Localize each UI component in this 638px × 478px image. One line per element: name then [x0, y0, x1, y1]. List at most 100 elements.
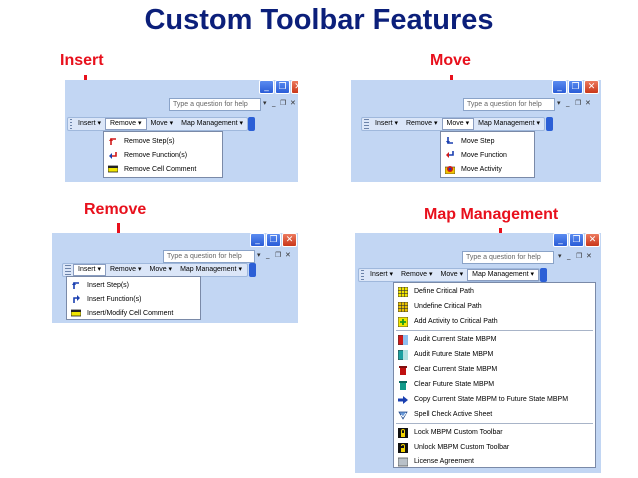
doc-minimize-icon[interactable]: _ [567, 252, 571, 260]
menu-item-lock-toolbar[interactable]: Lock MBPM Custom Toolbar [394, 425, 595, 440]
menu-item-label: Audit Current State MBPM [414, 336, 497, 343]
help-dropdown-icon[interactable]: ▾ [263, 99, 267, 107]
menu-item-insert-functions[interactable]: Insert Function(s) [67, 292, 200, 306]
menu-item-label: Clear Future State MBPM [414, 381, 495, 388]
toolbar-map-management-menu[interactable]: Map Management ▾ [467, 269, 539, 281]
menu-item-label: Audit Future State MBPM [414, 351, 494, 358]
toolbar-map-management-menu[interactable]: Map Management ▾ [478, 120, 540, 127]
cell-comment-icon [108, 165, 118, 173]
doc-minimize-icon[interactable]: _ [566, 99, 570, 107]
menu-item-spell-check[interactable]: Spell Check Active Sheet [394, 407, 595, 422]
menu-item-label: Insert Step(s) [87, 281, 130, 289]
insert-dropdown-menu: Insert Step(s) Insert Function(s) Insert… [66, 276, 201, 320]
toolbar-options-button[interactable] [248, 117, 255, 131]
toolbar-map-management-menu[interactable]: Map Management ▾ [180, 266, 242, 273]
menu-item-label: Spell Check Active Sheet [414, 411, 493, 418]
menu-item-move-step[interactable]: Move Step [441, 134, 534, 148]
doc-close-icon[interactable]: ✕ [586, 252, 592, 260]
menu-item-define-critical-path[interactable]: Define Critical Path [394, 284, 595, 299]
doc-restore-icon[interactable]: ❐ [275, 251, 282, 259]
menu-item-label: Insert Function(s) [87, 295, 142, 303]
menu-item-insert-steps[interactable]: Insert Step(s) [67, 278, 200, 292]
move-step-icon [446, 137, 453, 144]
menu-item-label: Define Critical Path [414, 288, 474, 295]
doc-minimize-icon[interactable]: _ [272, 99, 276, 107]
toolbar-move-menu[interactable]: Move ▾ [440, 271, 464, 278]
toolbar-remove-menu[interactable]: Remove ▾ [105, 118, 147, 130]
menu-item-label: Undefine Critical Path [414, 303, 482, 310]
toolbar-insert-menu[interactable]: Insert ▾ [78, 120, 101, 127]
minimize-button[interactable]: _ [553, 233, 568, 247]
help-search-input[interactable]: Type a question for help [463, 98, 555, 111]
doc-restore-icon[interactable]: ❐ [576, 252, 583, 260]
menu-item-copy-current-to-future[interactable]: Copy Current State MBPM to Future State … [394, 392, 595, 407]
minimize-button[interactable]: _ [259, 80, 274, 94]
remove-dropdown-menu: Remove Step(s) Remove Function(s) Remove… [103, 131, 223, 178]
close-button[interactable]: ✕ [282, 233, 297, 247]
help-search-input[interactable]: Type a question for help [169, 98, 261, 111]
menu-item-insert-modify-cell-comment[interactable]: Insert/Modify Cell Comment [67, 306, 200, 320]
help-dropdown-icon[interactable]: ▾ [257, 251, 261, 259]
toolbar-move-menu[interactable]: Move ▾ [150, 120, 174, 127]
menu-item-unlock-toolbar[interactable]: Unlock MBPM Custom Toolbar [394, 440, 595, 455]
screenshot-map-management: _ ❐ ✕ Type a question for help ▾ _ ❐ ✕ I… [355, 233, 601, 473]
menu-item-clear-future-state[interactable]: Clear Future State MBPM [394, 377, 595, 392]
menu-item-remove-functions[interactable]: Remove Function(s) [104, 148, 222, 162]
minimize-button[interactable]: _ [552, 80, 567, 94]
close-button[interactable]: ✕ [585, 233, 600, 247]
toolbar-remove-menu[interactable]: Remove ▾ [406, 120, 438, 127]
menu-item-add-activity-to-critical-path[interactable]: Add Activity to Critical Path [394, 314, 595, 329]
doc-minimize-icon[interactable]: _ [266, 251, 270, 259]
menu-item-license-agreement[interactable]: License Agreement [394, 455, 595, 468]
toolbar-grip-icon[interactable] [361, 270, 365, 280]
license-icon [398, 457, 408, 466]
label-map-management: Map Management [424, 206, 559, 223]
toolbar-grip-icon[interactable] [65, 265, 71, 275]
menu-item-label: Insert/Modify Cell Comment [87, 309, 174, 317]
toolbar-options-button[interactable] [249, 263, 256, 277]
toolbar-insert-menu[interactable]: Insert ▾ [375, 120, 398, 127]
toolbar-insert-menu[interactable]: Insert ▾ [73, 264, 106, 276]
menu-item-remove-cell-comment[interactable]: Remove Cell Comment [104, 162, 222, 176]
toolbar-options-button[interactable] [546, 117, 553, 131]
toolbar-remove-menu[interactable]: Remove ▾ [401, 271, 433, 278]
close-button[interactable]: ✕ [291, 80, 298, 94]
toolbar-grip-icon[interactable] [364, 119, 370, 129]
restore-button[interactable]: ❐ [275, 80, 290, 94]
doc-close-icon[interactable]: ✕ [290, 99, 296, 107]
close-button[interactable]: ✕ [584, 80, 599, 94]
restore-button[interactable]: ❐ [266, 233, 281, 247]
menu-item-undefine-critical-path[interactable]: Undefine Critical Path [394, 299, 595, 314]
menu-item-move-activity[interactable]: Move Activity [441, 162, 534, 176]
help-dropdown-icon[interactable]: ▾ [558, 252, 562, 260]
toolbar-move-menu[interactable]: Move ▾ [149, 266, 173, 273]
doc-restore-icon[interactable]: ❐ [575, 99, 582, 107]
menu-item-move-function[interactable]: Move Function [441, 148, 534, 162]
restore-button[interactable]: ❐ [568, 80, 583, 94]
toolbar-remove-menu[interactable]: Remove ▾ [109, 266, 142, 273]
help-search-input[interactable]: Type a question for help [462, 251, 554, 264]
menu-item-label: Move Function [461, 151, 507, 159]
restore-button[interactable]: ❐ [569, 233, 584, 247]
menu-item-label: Copy Current State MBPM to Future State … [414, 396, 569, 403]
label-insert: Insert [60, 52, 104, 69]
doc-close-icon[interactable]: ✕ [285, 251, 291, 259]
minimize-button[interactable]: _ [250, 233, 265, 247]
menu-item-remove-steps[interactable]: Remove Step(s) [104, 134, 222, 148]
help-search-input[interactable]: Type a question for help [163, 250, 255, 263]
menu-item-audit-current-state[interactable]: Audit Current State MBPM [394, 332, 595, 347]
help-dropdown-icon[interactable]: ▾ [557, 99, 561, 107]
toolbar-move-menu[interactable]: Move ▾ [441, 118, 475, 130]
toolbar-map-management-menu[interactable]: Map Management ▾ [181, 120, 243, 127]
doc-close-icon[interactable]: ✕ [585, 99, 591, 107]
menu-item-label: Remove Function(s) [124, 151, 188, 159]
menu-item-audit-future-state[interactable]: Audit Future State MBPM [394, 347, 595, 362]
doc-restore-icon[interactable]: ❐ [280, 99, 287, 107]
remove-step-icon [109, 138, 116, 145]
toolbar-insert-menu[interactable]: Insert ▾ [370, 271, 393, 278]
screenshot-remove: _ ❐ ✕ Type a question for help ▾ _ ❐ ✕ I… [52, 233, 298, 323]
toolbar-options-button[interactable] [540, 268, 547, 282]
toolbar-grip-icon[interactable] [70, 119, 73, 129]
menu-item-clear-current-state[interactable]: Clear Current State MBPM [394, 362, 595, 377]
label-remove: Remove [84, 201, 147, 218]
